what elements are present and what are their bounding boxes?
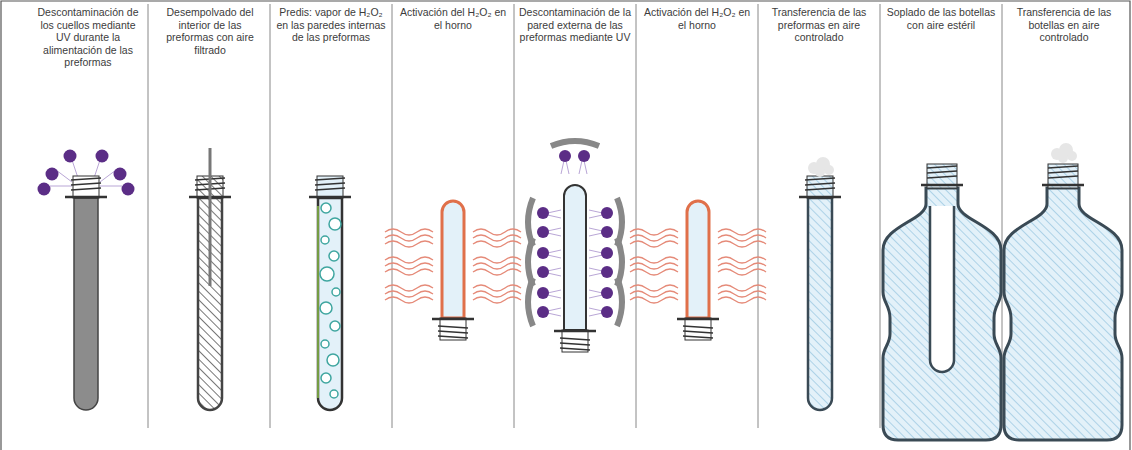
step-label: Descontaminación de la pared externa de …: [518, 6, 632, 44]
step-label: Activación del H₂O₂ en el horno: [641, 6, 753, 31]
step-label: Activación del H₂O₂ en el horno: [397, 6, 509, 31]
step-label: Descontaminación de los cuellos mediante…: [32, 6, 144, 69]
step-label: Transferencia de las botellas en aire co…: [1008, 6, 1120, 44]
step-label: Transferencia de las preformas en aire c…: [763, 6, 875, 44]
step-label: Predis: vapor de H₂O₂ en las paredes int…: [275, 6, 387, 44]
step-label: Soplado de las botellas con aire estéril: [885, 6, 997, 31]
step-label: Desempolvado del interior de las preform…: [154, 6, 266, 56]
